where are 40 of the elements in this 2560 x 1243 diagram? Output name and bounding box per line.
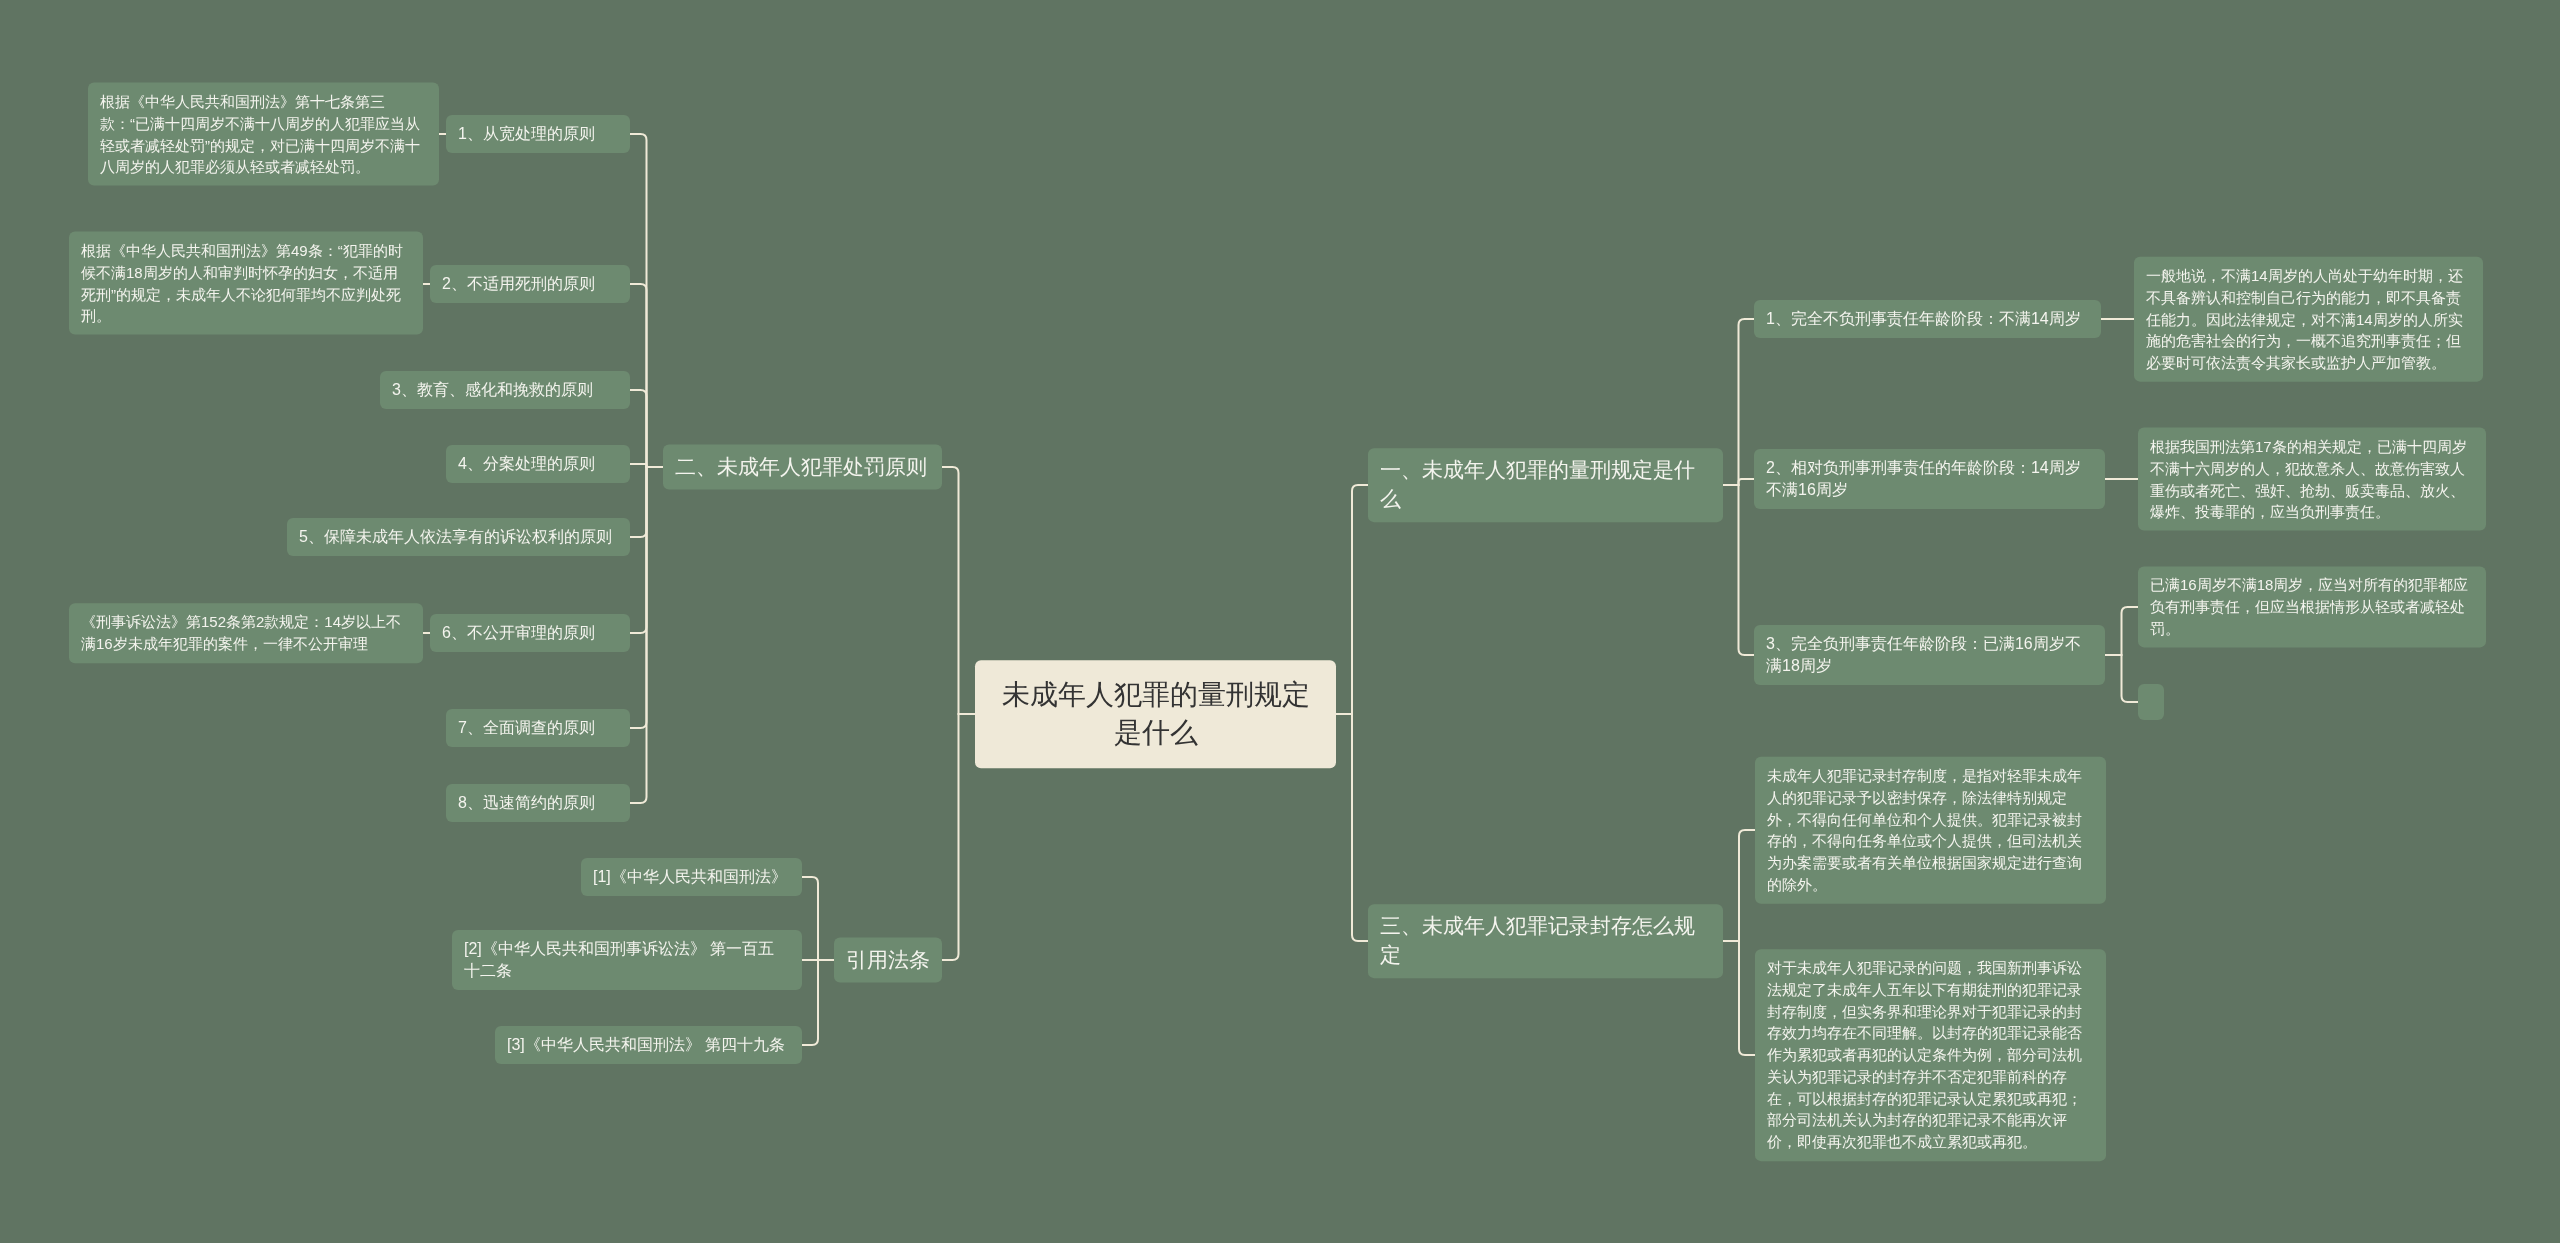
connector-line <box>2104 478 2139 480</box>
detail-note: 未成年人犯罪记录封存制度，是指对轻罪未成年人的犯罪记录予以密封保存，除法律特别规定外，不得向任何单位和个人提供。犯罪记录被封存的，不得向任务单位或个人提供，但司法机关为办案需要或者有关单位根据国家规定进行查询的除外。 <box>1755 756 2106 904</box>
detail-note: 根据我国刑法第17条的相关规定，已满十四周岁不满十六周岁的人，犯故意杀人、故意伤害致人重伤或者死亡、强奸、抢劫、贩卖毒品、放火、爆炸、投毒罪的，应当负刑事责任。 <box>2138 427 2486 531</box>
branch-topic: 三、未成年人犯罪记录封存怎么规定 <box>1368 904 1723 978</box>
subtopic-box: 7、全面调查的原则 <box>446 709 630 747</box>
connector-line <box>801 959 835 1046</box>
connector-line <box>2100 318 2135 320</box>
subtopic-box: 5、保障未成年人依法享有的诉讼权利的原则 <box>287 518 630 556</box>
detail-note: 一般地说，不满14周岁的人尚处于幼年时期，还不具备辨认和控制自己行为的能力，即不具备责任能力。因此法律规定，对不满14周岁的人所实施的危害社会的行为，一概不追究刑事责任；但必要时可依法责令其家长或监护人严加管教。 <box>2134 256 2483 382</box>
connector-line <box>629 466 664 804</box>
detail-note: 对于未成年人犯罪记录的问题，我国新刑事诉讼法规定了未成年人五年以下有期徒刑的犯罪记录封存制度，但实务界和理论界对于犯罪记录的封存效力均存在不同理解。以封存的犯罪记录能否作为累犯或者再犯的认定条件为例，部分司法机关认为犯罪记录的封存并不否定犯罪前科的存在，可以根据封存的犯罪记录认定累犯或再犯；部分司法机关认为封存的犯罪记录不能再次评价，即使再次犯罪也不成立累犯或再犯。 <box>1755 949 2106 1161</box>
connector-line <box>438 133 447 135</box>
subtopic-box: [3]《中华人民共和国刑法》 第四十九条 <box>495 1026 802 1064</box>
subtopic-box: 1、完全不负刑事责任年龄阶段：不满14周岁 <box>1754 300 2101 338</box>
detail-note: 根据《中华人民共和国刑法》第十七条第三款：“已满十四周岁不满十八周岁的人犯罪应当从轻或者减轻处罚”的规定，对已满十四周岁不满十八周岁的人犯罪必须从轻或者减轻处罚。 <box>88 82 439 186</box>
branch-topic: 二、未成年人犯罪处罚原则 <box>663 444 942 490</box>
subtopic-box: [1]《中华人民共和国刑法》 <box>581 858 802 896</box>
subtopic-box: 2、不适用死刑的原则 <box>430 265 630 303</box>
root-topic: 未成年人犯罪的量刑规定是什么 <box>975 660 1336 768</box>
connector-line <box>1335 713 1369 942</box>
detail-note: 根据《中华人民共和国刑法》第49条：“犯罪的时候不满18周岁的人和审判时怀孕的妇女，不适用死刑”的规定，未成年人不论犯何罪均不应判处死刑。 <box>69 231 423 335</box>
branch-topic: 一、未成年人犯罪的量刑规定是什么 <box>1368 448 1723 522</box>
connector-line <box>941 713 976 961</box>
detail-note: 《刑事诉讼法》第152条第2款规定：14岁以上不满16岁未成年犯罪的案件，一律不公开审理 <box>69 603 423 663</box>
connector-line <box>1722 484 1755 656</box>
connector-line <box>2104 654 2139 703</box>
detail-note: 已满16周岁不满18周岁，应当对所有的犯罪都应负有刑事责任，但应当根据情形从轻或者减轻处罚。 <box>2138 566 2486 648</box>
empty-box <box>2138 684 2164 720</box>
subtopic-box: 2、相对负刑事刑事责任的年龄阶段：14周岁不满16周岁 <box>1754 449 2105 509</box>
connector-line <box>422 283 431 285</box>
subtopic-box: 1、从宽处理的原则 <box>446 115 630 153</box>
subtopic-box: 3、教育、感化和挽救的原则 <box>380 371 630 409</box>
branch-topic: 引用法条 <box>834 937 942 983</box>
subtopic-box: 6、不公开审理的原则 <box>430 614 630 652</box>
subtopic-box: 4、分案处理的原则 <box>446 445 630 483</box>
subtopic-box: 8、迅速简约的原则 <box>446 784 630 822</box>
connector-line <box>422 632 431 634</box>
subtopic-box: 3、完全负刑事责任年龄阶段：已满16周岁不满18周岁 <box>1754 625 2105 685</box>
connector-line <box>1722 940 1756 1056</box>
subtopic-box: [2]《中华人民共和国刑事诉讼法》 第一百五十二条 <box>452 930 802 990</box>
